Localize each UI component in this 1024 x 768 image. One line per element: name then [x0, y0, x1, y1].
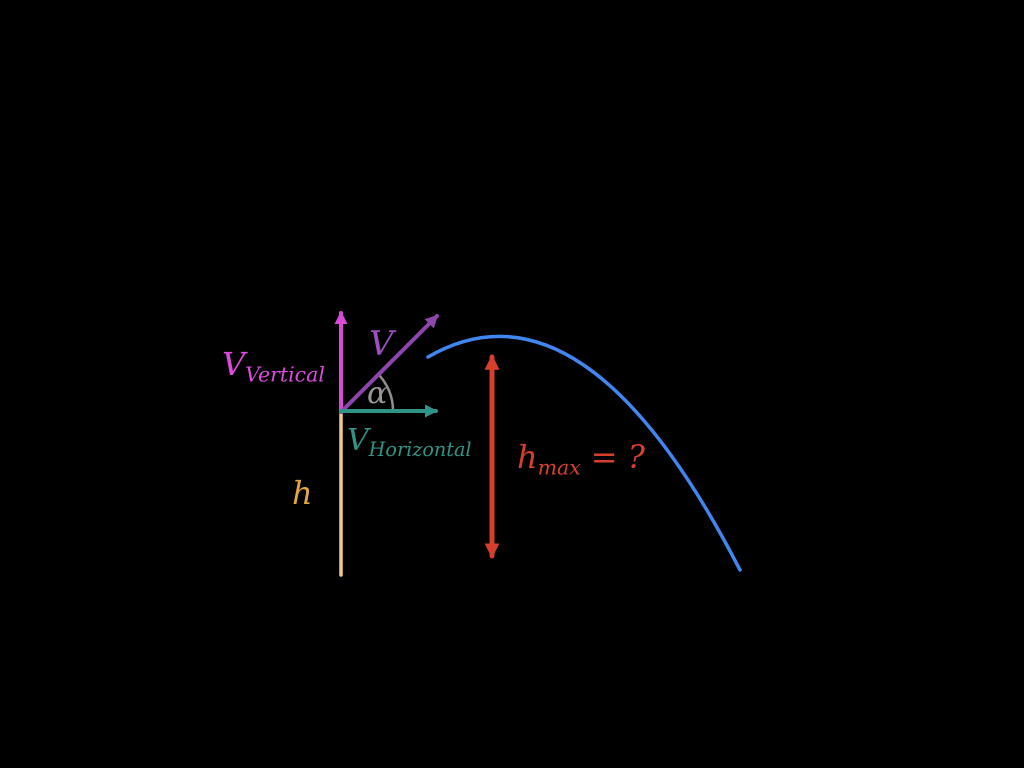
velocity-label: V	[369, 327, 394, 361]
vertical-velocity-symbol: V	[222, 345, 246, 383]
horizontal-velocity-subscript: Horizontal	[368, 438, 472, 462]
horizontal-velocity-label: VHorizontal	[347, 423, 472, 462]
velocity-symbol: V	[369, 324, 394, 364]
angle-label: α	[367, 379, 387, 409]
velocity-arrow	[339, 314, 439, 414]
angle-arc	[376, 372, 395, 413]
vertical-velocity-subscript: Vertical	[245, 362, 325, 387]
max-height-label: hmax = ?	[517, 441, 645, 478]
height-label: h	[292, 477, 313, 509]
trajectory-curve	[426, 334, 742, 572]
vertical-velocity-label: VVertical	[222, 348, 325, 385]
alpha-symbol: α	[367, 376, 388, 411]
max-height-question: = ?	[590, 438, 645, 476]
max-height-symbol: h	[517, 438, 538, 476]
max-height-subscript: max	[537, 455, 581, 480]
horizontal-velocity-symbol: V	[347, 423, 369, 458]
height-symbol: h	[292, 474, 313, 512]
